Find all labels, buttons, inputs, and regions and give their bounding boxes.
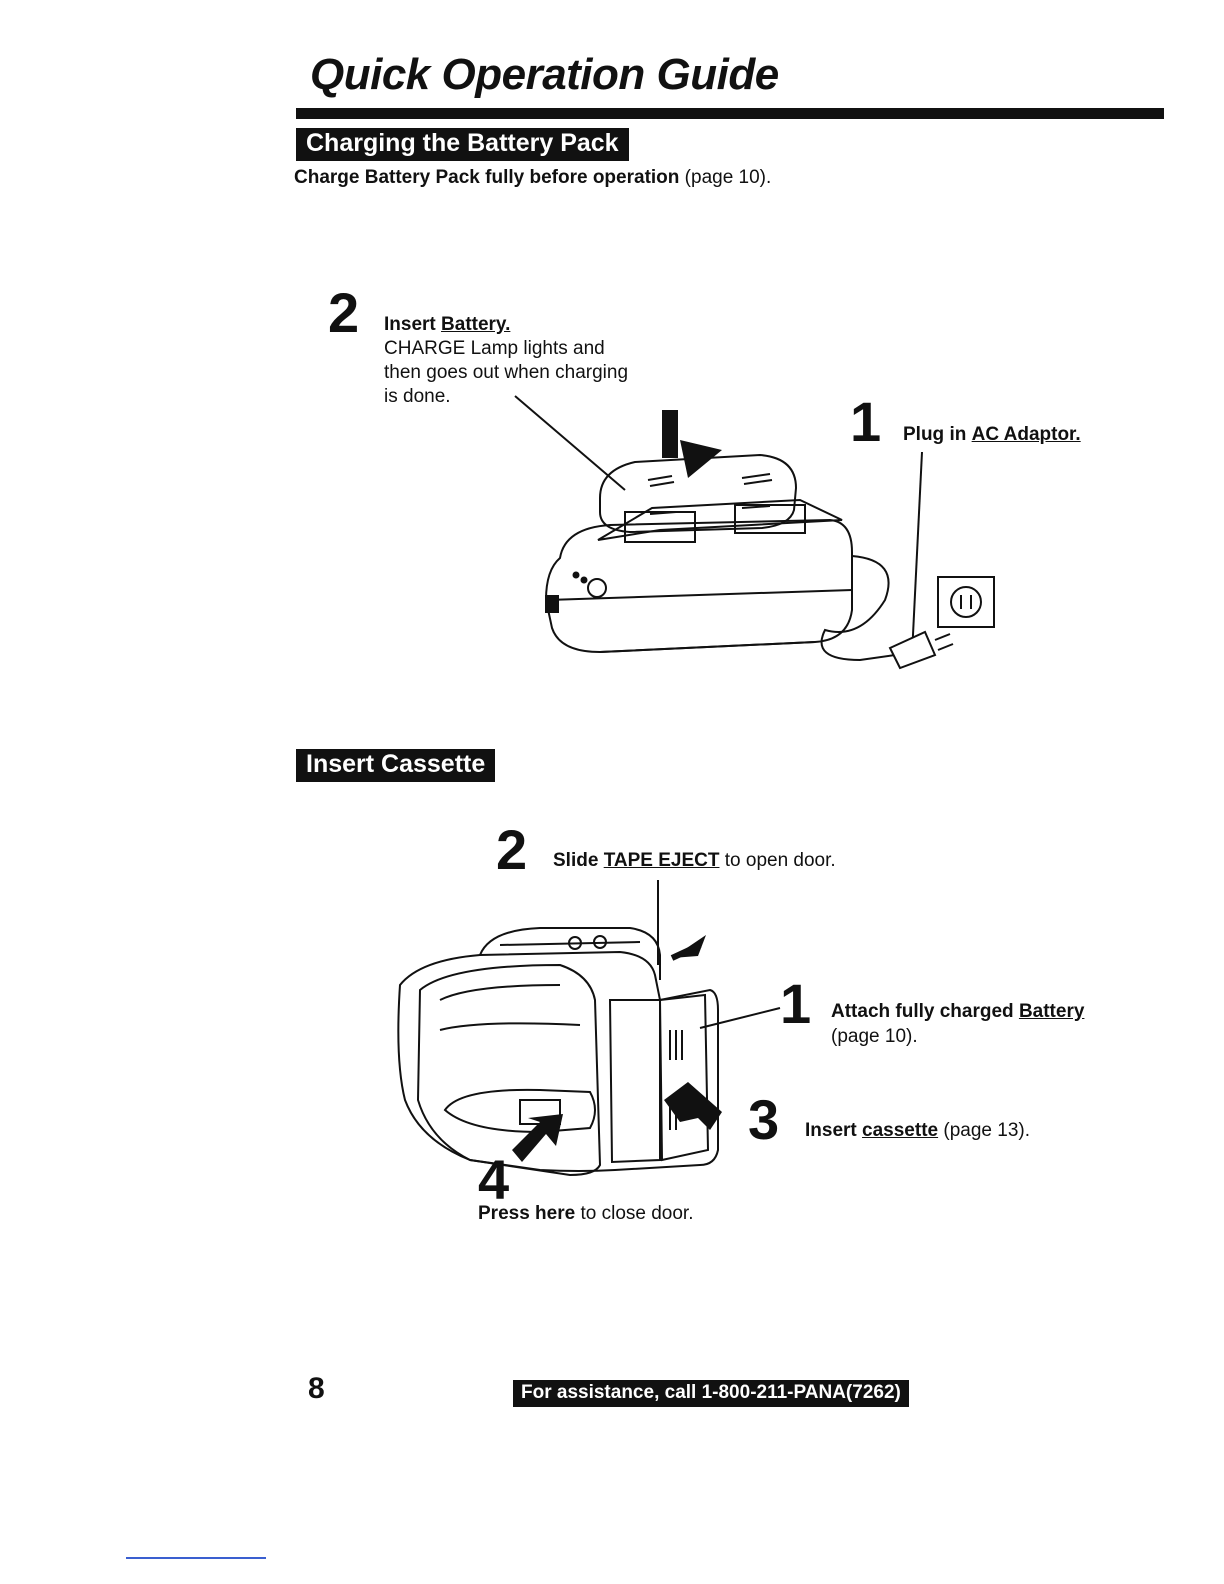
desc-line: then goes out when charging bbox=[384, 362, 629, 383]
power-cord bbox=[820, 555, 896, 662]
assistance-banner: For assistance, call 1-800-211-PANA(7262… bbox=[513, 1380, 909, 1407]
insert-cassette-arrow bbox=[664, 1082, 722, 1130]
desc-line: CHARGE Lamp lights and bbox=[384, 338, 605, 359]
cassette-link[interactable]: cassette bbox=[862, 1120, 939, 1141]
cassette-step4-number: 4 bbox=[478, 1148, 510, 1211]
cassette-step2-verb: Slide bbox=[553, 850, 599, 871]
cassette-step1-ref: (page 10). bbox=[831, 1026, 918, 1047]
section-heading-charging: Charging the Battery Pack bbox=[296, 128, 629, 161]
desc-line: is done. bbox=[384, 386, 451, 407]
tape-eject-link[interactable]: TAPE EJECT bbox=[603, 850, 720, 871]
cassette-step4-rest: to close door. bbox=[580, 1203, 694, 1224]
charging-step1-number: 1 bbox=[850, 390, 882, 453]
charging-intro-ref: (page 10). bbox=[684, 167, 772, 188]
leader-line-plug bbox=[911, 451, 923, 656]
leader-line-battery-2 bbox=[699, 1007, 781, 1029]
charging-step2-label: Insert Battery. bbox=[384, 314, 510, 336]
charging-step1-verb: Plug in bbox=[903, 424, 967, 445]
plug bbox=[888, 630, 937, 670]
margin-line bbox=[126, 1557, 266, 1559]
cassette-step1-verb: Attach fully charged bbox=[831, 1001, 1014, 1022]
cassette-step1-label: Attach fully charged Battery bbox=[831, 1001, 1084, 1023]
charging-step2-verb: Insert bbox=[384, 314, 436, 335]
ac-adaptor-link[interactable]: AC Adaptor. bbox=[971, 424, 1081, 445]
leader-line-battery bbox=[514, 395, 626, 491]
page-number: 8 bbox=[308, 1372, 325, 1405]
cassette-step2-number: 2 bbox=[496, 818, 528, 881]
cassette-step1-number: 1 bbox=[780, 972, 812, 1035]
charger-body bbox=[544, 518, 853, 654]
cassette-step3-ref: (page 13). bbox=[943, 1120, 1030, 1141]
title-rule bbox=[296, 108, 1164, 119]
battery-pack bbox=[599, 453, 798, 534]
eject-arrow bbox=[672, 935, 706, 958]
battery-link[interactable]: Battery. bbox=[441, 314, 511, 335]
cassette-step4-label: Press here to close door. bbox=[478, 1203, 694, 1225]
charging-step2-number: 2 bbox=[328, 281, 360, 344]
charging-intro: Charge Battery Pack fully before operati… bbox=[294, 167, 771, 189]
cassette-step2-label: Slide TAPE EJECT to open door. bbox=[553, 850, 836, 872]
cassette-step3-verb: Insert bbox=[805, 1120, 857, 1141]
battery-link-2[interactable]: Battery bbox=[1018, 1001, 1085, 1022]
wall-outlet bbox=[937, 576, 995, 628]
charging-step2-desc: CHARGE Lamp lights and then goes out whe… bbox=[384, 337, 628, 409]
page-title: Quick Operation Guide bbox=[310, 50, 779, 99]
camcorder-body bbox=[397, 950, 719, 1172]
section-heading-cassette: Insert Cassette bbox=[296, 749, 496, 782]
cassette-step3-label: Insert cassette (page 13). bbox=[805, 1120, 1030, 1142]
battery-arrow-head bbox=[680, 440, 722, 478]
cassette-step3-number: 3 bbox=[748, 1088, 780, 1151]
cassette-step2-rest: to open door. bbox=[724, 850, 836, 871]
cassette-step4-verb: Press here bbox=[478, 1203, 576, 1224]
charging-step1-label: Plug in AC Adaptor. bbox=[903, 424, 1081, 446]
charging-intro-bold: Charge Battery Pack fully before operati… bbox=[294, 167, 680, 188]
press-here-arrow bbox=[512, 1114, 563, 1162]
battery-arrow-shaft bbox=[662, 410, 678, 458]
